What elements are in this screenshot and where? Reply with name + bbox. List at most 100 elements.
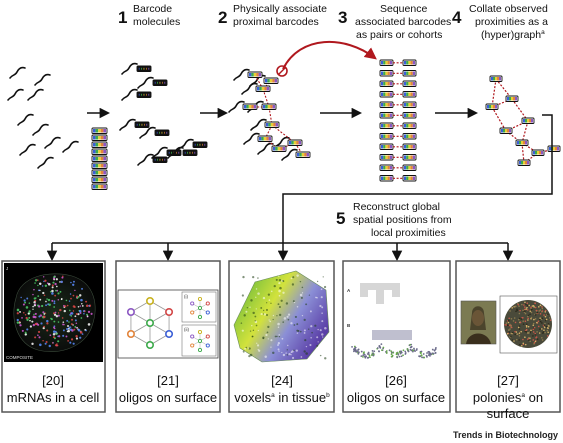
polony-dot [513,317,516,319]
polony-dot [539,320,542,323]
pair-barcode-right [402,164,417,171]
step-5-line3: local proximities [371,227,446,239]
barcode-stripe [249,73,252,77]
mrna-dot [73,328,76,331]
polony-dot [511,339,514,341]
voxel-dot [241,294,244,297]
strand [281,148,298,161]
mrna-dot [65,335,68,338]
inset-node [197,314,203,320]
reconstructed-dot [433,349,436,352]
polony-dot [518,339,520,341]
barcode-stripe [98,164,101,168]
barcode-stripe [410,113,413,117]
barcode-stripe [98,157,101,161]
voxel-dot [277,348,280,351]
polony-dot [543,329,545,331]
mrna-dot [66,304,69,307]
graph-node [521,117,535,124]
polony-dot [543,314,545,316]
voxel-dot [299,330,302,333]
barcode-stripe [412,103,415,107]
design-block [360,290,368,297]
step-2-line2: proximal barcodes [233,16,319,28]
barcode-stripe [389,176,392,180]
barcode-stripe [404,113,407,117]
voxel-dot [287,344,289,347]
barcode-stripe [98,171,101,175]
polony-dot [515,338,518,341]
step-5-line2: spatial positions from [353,214,452,226]
barcode-stripe [537,151,539,155]
polony-dot [534,340,537,343]
graph-edge [491,106,507,132]
barcode-stripe [385,166,388,170]
voxel-dot [246,307,249,309]
polony-dot [509,323,511,326]
barcode-stripe [146,92,151,98]
barcode-stripe [100,143,104,147]
barcode-stripe [408,82,411,86]
stack-barcode [91,141,108,148]
barcode-stripe [410,134,413,138]
barcode-stripe [408,134,411,138]
reconstructed-dot [353,347,356,350]
barcode-stripe [408,92,411,96]
portrait-hair [470,306,486,330]
step-3-line3: as pairs or cohorts [356,29,442,41]
mrna-dot [43,280,45,283]
mrna-dot [70,323,73,326]
mrna-dot [45,340,48,344]
voxel-dot [286,349,288,351]
voxel-dot [310,337,312,339]
barcode-stripe [387,155,390,159]
voxel-dot [311,331,313,334]
mrna-dot [32,305,34,308]
mrna-dot [42,291,45,295]
voxel-dot [321,306,324,309]
polony-dot [516,333,519,335]
barcode-stripe [515,97,517,101]
polony-dot [532,339,535,341]
design-block [360,283,368,290]
pair-barcode-right [402,122,417,129]
mrna-dot [33,288,35,291]
barcode-stripe [406,176,409,180]
polony-dot [538,306,540,308]
mrna-dot [42,326,45,330]
reconstructed-dot [426,352,428,354]
stack-barcode [91,176,108,183]
polony-dot [514,330,516,333]
barcode-stripe [408,166,411,170]
mrna-dot [43,315,46,319]
mrna-dot [21,317,23,319]
barcode-stripe [291,141,294,145]
dot-pattern-design [360,283,400,304]
reconstructed-dot [372,352,375,355]
mrna-dot [20,296,22,299]
barcode-stripe [381,166,384,170]
polony-dot [533,341,536,344]
barcode-stripe [519,141,521,145]
barcode-stripe [410,124,413,128]
mrna-dot [70,281,72,284]
polony-dot [544,309,547,312]
voxel-dot [277,303,280,306]
mrna-dot [63,309,66,313]
polony-dot [507,321,510,324]
reconstructed-dot [413,347,415,350]
barcode-stripe [523,119,525,123]
polony-dot [534,333,537,336]
reconstructed-dot [428,351,431,354]
mrna-dot [68,300,71,302]
barcode-stripe [381,71,384,75]
mrna-dot [42,311,45,314]
polony-dot [507,319,510,322]
voxel-dot [300,356,303,358]
mrna-dot [27,312,30,315]
polony-dot [518,328,521,330]
mrna-dot [34,282,36,284]
polony-dot [522,316,524,319]
voxel-dot [321,336,324,338]
